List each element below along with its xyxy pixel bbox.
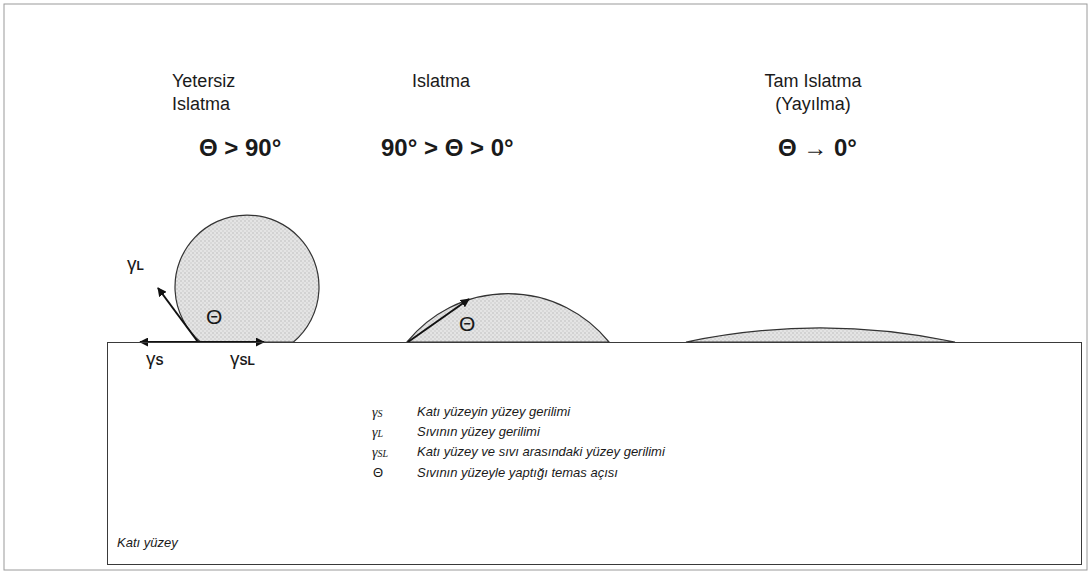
- regime-heading: Yetersiz Islatma: [172, 70, 262, 115]
- droplet: [686, 328, 955, 342]
- tension-symbol: γSL: [230, 347, 255, 371]
- angle-condition: Θ → 0°: [778, 133, 857, 163]
- regime-heading: Islatma: [412, 70, 470, 93]
- key-description: Katı yüzey ve sıvı arasındaki yüzey geri…: [417, 444, 665, 460]
- key-symbol: Θ: [373, 465, 383, 481]
- key-description: Sıvının yüzey gerilimi: [417, 424, 540, 440]
- angle-symbol: Θ: [206, 304, 222, 330]
- tension-symbol: γS: [146, 347, 164, 371]
- angle-condition: 90° > Θ > 0°: [381, 133, 514, 163]
- droplet: [175, 215, 319, 342]
- key-symbol: γL: [372, 424, 383, 442]
- key-description: Sıvının yüzeyle yaptığı temas açısı: [417, 465, 618, 481]
- key-description: Katı yüzeyin yüzey gerilimi: [417, 404, 570, 420]
- angle-symbol: Θ: [459, 311, 475, 337]
- key-symbol: γSL: [372, 444, 388, 462]
- tension-vector: [158, 288, 198, 342]
- surface-label: Katı yüzey: [117, 535, 178, 550]
- angle-condition: Θ > 90°: [199, 133, 281, 163]
- regime-heading: Tam Islatma (Yayılma): [743, 70, 883, 115]
- figure-frame: [4, 4, 1087, 570]
- tension-symbol: γL: [127, 252, 144, 276]
- droplet: [407, 294, 609, 342]
- key-symbol: γS: [372, 404, 383, 422]
